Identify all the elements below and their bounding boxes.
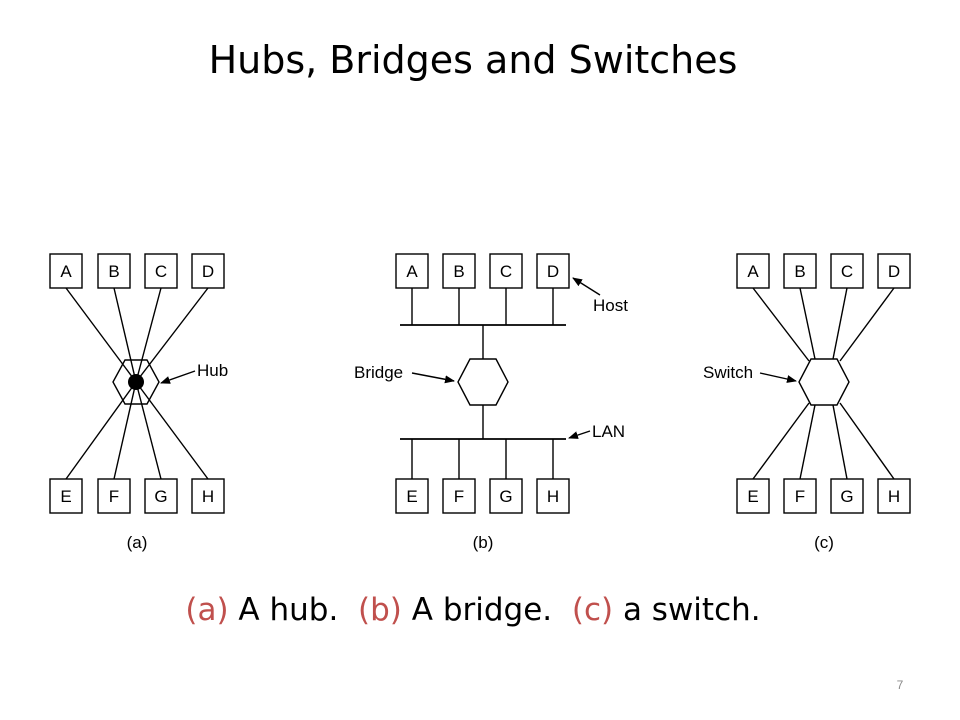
host-box: E (395, 478, 429, 514)
switch-label: Switch (703, 363, 753, 382)
slide-title: Hubs, Bridges and Switches (208, 38, 738, 82)
host-label: C (155, 262, 167, 281)
host-box: D (877, 253, 911, 289)
host-label: G (154, 487, 167, 506)
host-label: B (108, 262, 119, 281)
host-label: A (60, 262, 72, 281)
switch-top-hosts: A B C D (736, 253, 911, 289)
host-box: E (736, 478, 770, 514)
host-box: A (736, 253, 770, 289)
hub-hexagon-icon (112, 359, 160, 405)
panel-sublabel: (c) (814, 533, 834, 552)
hub-bottom-hosts: E F G H (49, 478, 225, 514)
host-box: G (830, 478, 864, 514)
host-box: B (97, 253, 131, 289)
host-box: H (877, 478, 911, 514)
host-label: G (499, 487, 512, 506)
figure-caption: (a) A hub. (b) A bridge. (c) a switch. (0, 592, 946, 628)
host-label: G (840, 487, 853, 506)
host-label: H (202, 487, 214, 506)
lan-label: LAN (592, 422, 625, 441)
switch-wires (752, 287, 895, 480)
hub-wires (65, 287, 209, 480)
panel-hub: A B C D E F (49, 253, 228, 552)
bridge-bottom-hosts: E F G H (395, 478, 570, 514)
caption-text-a: A hub. (228, 592, 339, 628)
host-box: A (49, 253, 83, 289)
switch-bottom-hosts: E F G H (736, 478, 911, 514)
host-box: H (536, 478, 570, 514)
panel-sublabel: (b) (473, 533, 494, 552)
bridge-wires (400, 288, 566, 479)
page-number: 7 (896, 678, 904, 692)
host-label: D (888, 262, 900, 281)
caption-text-b: A bridge. (401, 592, 553, 628)
host-label: F (795, 487, 805, 506)
bridge-pointer-arrow (411, 372, 455, 384)
host-box: B (442, 253, 476, 289)
host-box: C (489, 253, 523, 289)
hub-top-hosts: A B C D (49, 253, 225, 289)
host-box: G (144, 478, 178, 514)
bridge-hexagon-icon (457, 358, 509, 406)
host-box: A (395, 253, 429, 289)
hub-pointer-arrow (160, 370, 196, 384)
host-box: G (489, 478, 523, 514)
caption-text-c: a switch. (613, 592, 761, 628)
host-box: E (49, 478, 83, 514)
host-label: C (841, 262, 853, 281)
caption-tag-a: (a) (185, 592, 229, 628)
host-box: F (442, 478, 476, 514)
switch-hexagon-icon (798, 358, 850, 406)
host-label: H (547, 487, 559, 506)
host-box: C (830, 253, 864, 289)
panel-switch: A B C D E F (703, 253, 911, 552)
host-label: C (500, 262, 512, 281)
caption-tag-c: (c) (571, 592, 614, 628)
host-label: B (794, 262, 805, 281)
host-label: E (747, 487, 758, 506)
host-box: H (191, 478, 225, 514)
host-box: D (536, 253, 570, 289)
host-label: D (202, 262, 214, 281)
host-label: A (747, 262, 759, 281)
host-box: F (783, 478, 817, 514)
host-label: A (406, 262, 418, 281)
caption-tag-b: (b) (358, 592, 402, 628)
host-label: H (888, 487, 900, 506)
host-box: C (144, 253, 178, 289)
switch-pointer-arrow (759, 372, 797, 383)
host-callout-label: Host (593, 296, 628, 315)
host-box: F (97, 478, 131, 514)
host-box: B (783, 253, 817, 289)
host-box: D (191, 253, 225, 289)
hub-dot-icon (128, 374, 144, 390)
bridge-label: Bridge (354, 363, 403, 382)
panel-sublabel: (a) (127, 533, 148, 552)
host-label: D (547, 262, 559, 281)
host-label: E (406, 487, 417, 506)
host-pointer-arrow (572, 277, 601, 296)
panel-bridge: A B C D E F (354, 253, 628, 552)
hub-label: Hub (197, 361, 228, 380)
lan-pointer-arrow (568, 430, 591, 439)
host-label: F (109, 487, 119, 506)
host-label: B (453, 262, 464, 281)
host-label: F (454, 487, 464, 506)
host-label: E (60, 487, 71, 506)
bridge-top-hosts: A B C D (395, 253, 570, 289)
